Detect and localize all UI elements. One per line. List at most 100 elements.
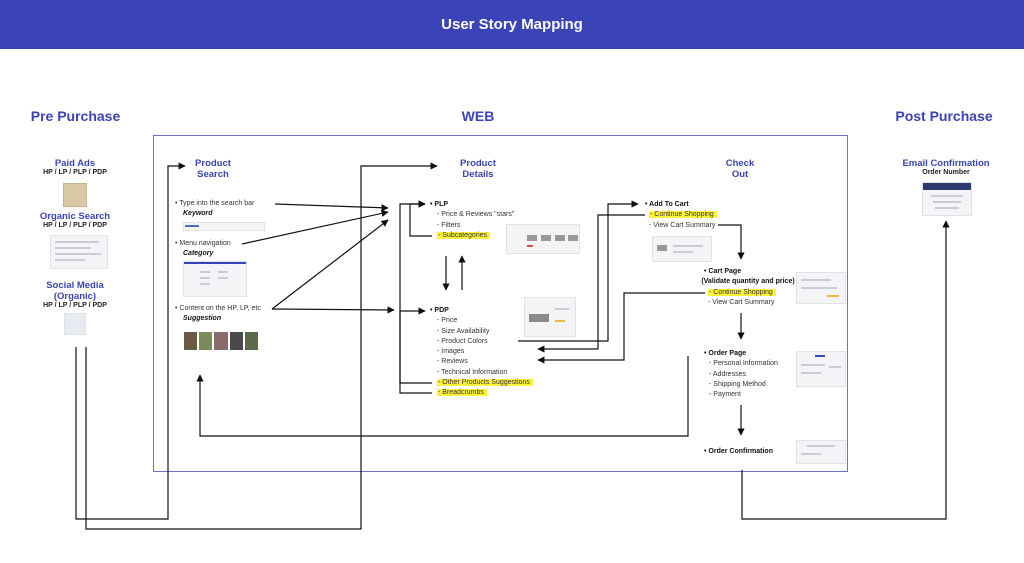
arrow-confirmation-to-email [741,220,950,520]
checkout-title-1: Check [725,158,755,169]
pdp-item: - Images [437,348,465,356]
pdp-item: - Reviews [437,358,468,366]
pdp-item: - Technical Information [437,368,508,376]
section-pre-purchase: Pre Purchase [30,108,121,124]
cart-page-heading: • Cart Page [704,268,742,275]
checkout-title-2: Out [731,169,749,180]
order-confirmation-label: Order Confirmation [708,448,773,455]
arrow-content-to-pdp [271,306,395,314]
pdp-block: • PDP - Price - Size Availability - Prod… [430,306,533,399]
pdp-item-highlighted: - Other Products Suggestions [437,379,533,387]
arrow-continue-shopping-to-pdp [537,214,645,353]
arrow-search-to-plp [274,203,389,212]
product-details-title-1: Product [460,158,496,169]
plp-item-highlighted: - Subcategories [437,231,491,239]
web-frame [153,135,848,472]
product-details-header: Product Details [448,158,508,180]
arrow-subcategories-loop [409,200,432,237]
suggestion-label: Suggestion [183,315,222,322]
plp-label: PLP [434,201,449,208]
order-page-item: - Payment [709,391,741,399]
arrow-atc-to-cart [718,224,745,260]
social-media-pages: HP / LP / PLP / PDP [43,302,107,309]
pdp-item-highlighted: - Breadcrumbs [437,389,487,397]
pdp-item: - Size Availability [437,327,490,335]
arrow-other-products-loop [399,307,432,384]
plp-item: - Price & Reviews "stars" [437,211,515,219]
cart-page-item: - View Cart Summary [708,298,775,306]
paid-ads-pages: HP / LP / PLP / PDP [43,169,107,176]
plp-heading: • PLP [430,201,449,208]
pdp-item: - Product Colors [437,337,488,345]
email-confirmation-title: Email Confirmation [902,158,990,169]
content-label: Content on the HP, LP, etc [179,305,261,312]
order-page-label: Order Page [708,350,747,357]
paid-ads-block: Paid Ads HP / LP / PLP / PDP [30,158,120,176]
cart-page-label: Cart Page [708,268,742,275]
pdp-heading: • PDP [430,307,449,314]
category-thumbnail [183,261,247,297]
social-media-title-1: Social Media [46,280,104,291]
order-page-item: - Addresses [709,370,746,378]
social-media-title-2: (Organic) [53,291,97,302]
product-details-title-2: Details [462,169,494,180]
cart-page-block: • Cart Page (Validate quantity and price… [700,267,796,308]
order-page-heading: • Order Page [704,350,747,357]
category-label: Category [183,250,214,257]
email-confirmation-block: Email Confirmation Order Number [894,158,998,176]
suggestion-thumbnails [184,332,259,350]
plp-item: - Filters [437,221,461,229]
product-search-header: Product Search [183,158,243,180]
arrow-breadcrumbs-loop [399,200,432,394]
cart-page-item-highlighted: - Continue Shopping [708,288,776,296]
order-page-block: • Order Page - Personal Information - Ad… [704,349,778,400]
organic-search-block: Organic Search HP / LP / PLP / PDP [30,211,120,229]
arrow-content-to-plp [271,219,389,310]
order-confirmation-thumbnail [796,440,846,464]
checkout-header: Check Out [712,158,768,180]
add-to-cart-block: • Add To Cart - Continue Shopping - View… [645,200,717,231]
keyword-label: Keyword [183,210,213,217]
arrow-cart-continue-to-pdp [537,292,705,364]
order-number-label: Order Number [922,169,970,176]
order-page-item: - Personal Information [709,360,778,368]
order-page-item: - Shipping Method [709,380,766,388]
section-web: WEB [461,108,495,124]
paid-ads-thumbnail [63,183,87,207]
pdp-thumbnail [524,297,576,337]
cart-page-note: (Validate quantity and price) [701,278,795,286]
add-to-cart-label: Add To Cart [649,201,689,208]
page-title: User Story Mapping [441,16,583,33]
arrow-pdp-to-add-to-cart [518,200,639,342]
menu-navigation-item: • Menu navigation [175,240,231,247]
add-to-cart-heading: • Add To Cart [645,201,689,208]
pdp-item: - Price [437,317,458,325]
cart-page-thumbnail [796,272,846,304]
organic-search-thumbnail [50,235,108,269]
arrow-pre-to-details [85,162,438,530]
organic-search-title: Organic Search [39,211,111,222]
arrow-checkout-to-search [196,356,689,437]
arrow-pre-to-search [75,162,186,520]
arrow-menu-to-plp [241,209,389,245]
social-media-thumbnail [64,313,86,335]
plp-block: • PLP - Price & Reviews "stars" - Filter… [430,200,514,241]
paid-ads-title: Paid Ads [54,158,96,169]
add-to-cart-thumbnail [652,236,712,262]
order-page-thumbnail [796,351,846,387]
section-post-purchase: Post Purchase [895,108,993,124]
pdp-label: PDP [434,307,449,314]
social-media-block: Social Media (Organic) HP / LP / PLP / P… [30,280,120,309]
email-confirmation-thumbnail [922,182,972,216]
header-banner: User Story Mapping [0,0,1024,49]
product-search-title-1: Product [195,158,231,169]
organic-search-pages: HP / LP / PLP / PDP [43,222,107,229]
search-bar-item: • Type into the search bar [175,200,255,207]
menu-navigation-label: Menu navigation [179,240,231,247]
search-bar-label: Type into the search bar [179,200,255,207]
add-to-cart-item-highlighted: - Continue Shopping [649,211,717,219]
search-bar-thumbnail [183,222,265,231]
add-to-cart-item: - View Cart Summary [649,221,716,229]
content-item: • Content on the HP, LP, etc [175,305,261,312]
